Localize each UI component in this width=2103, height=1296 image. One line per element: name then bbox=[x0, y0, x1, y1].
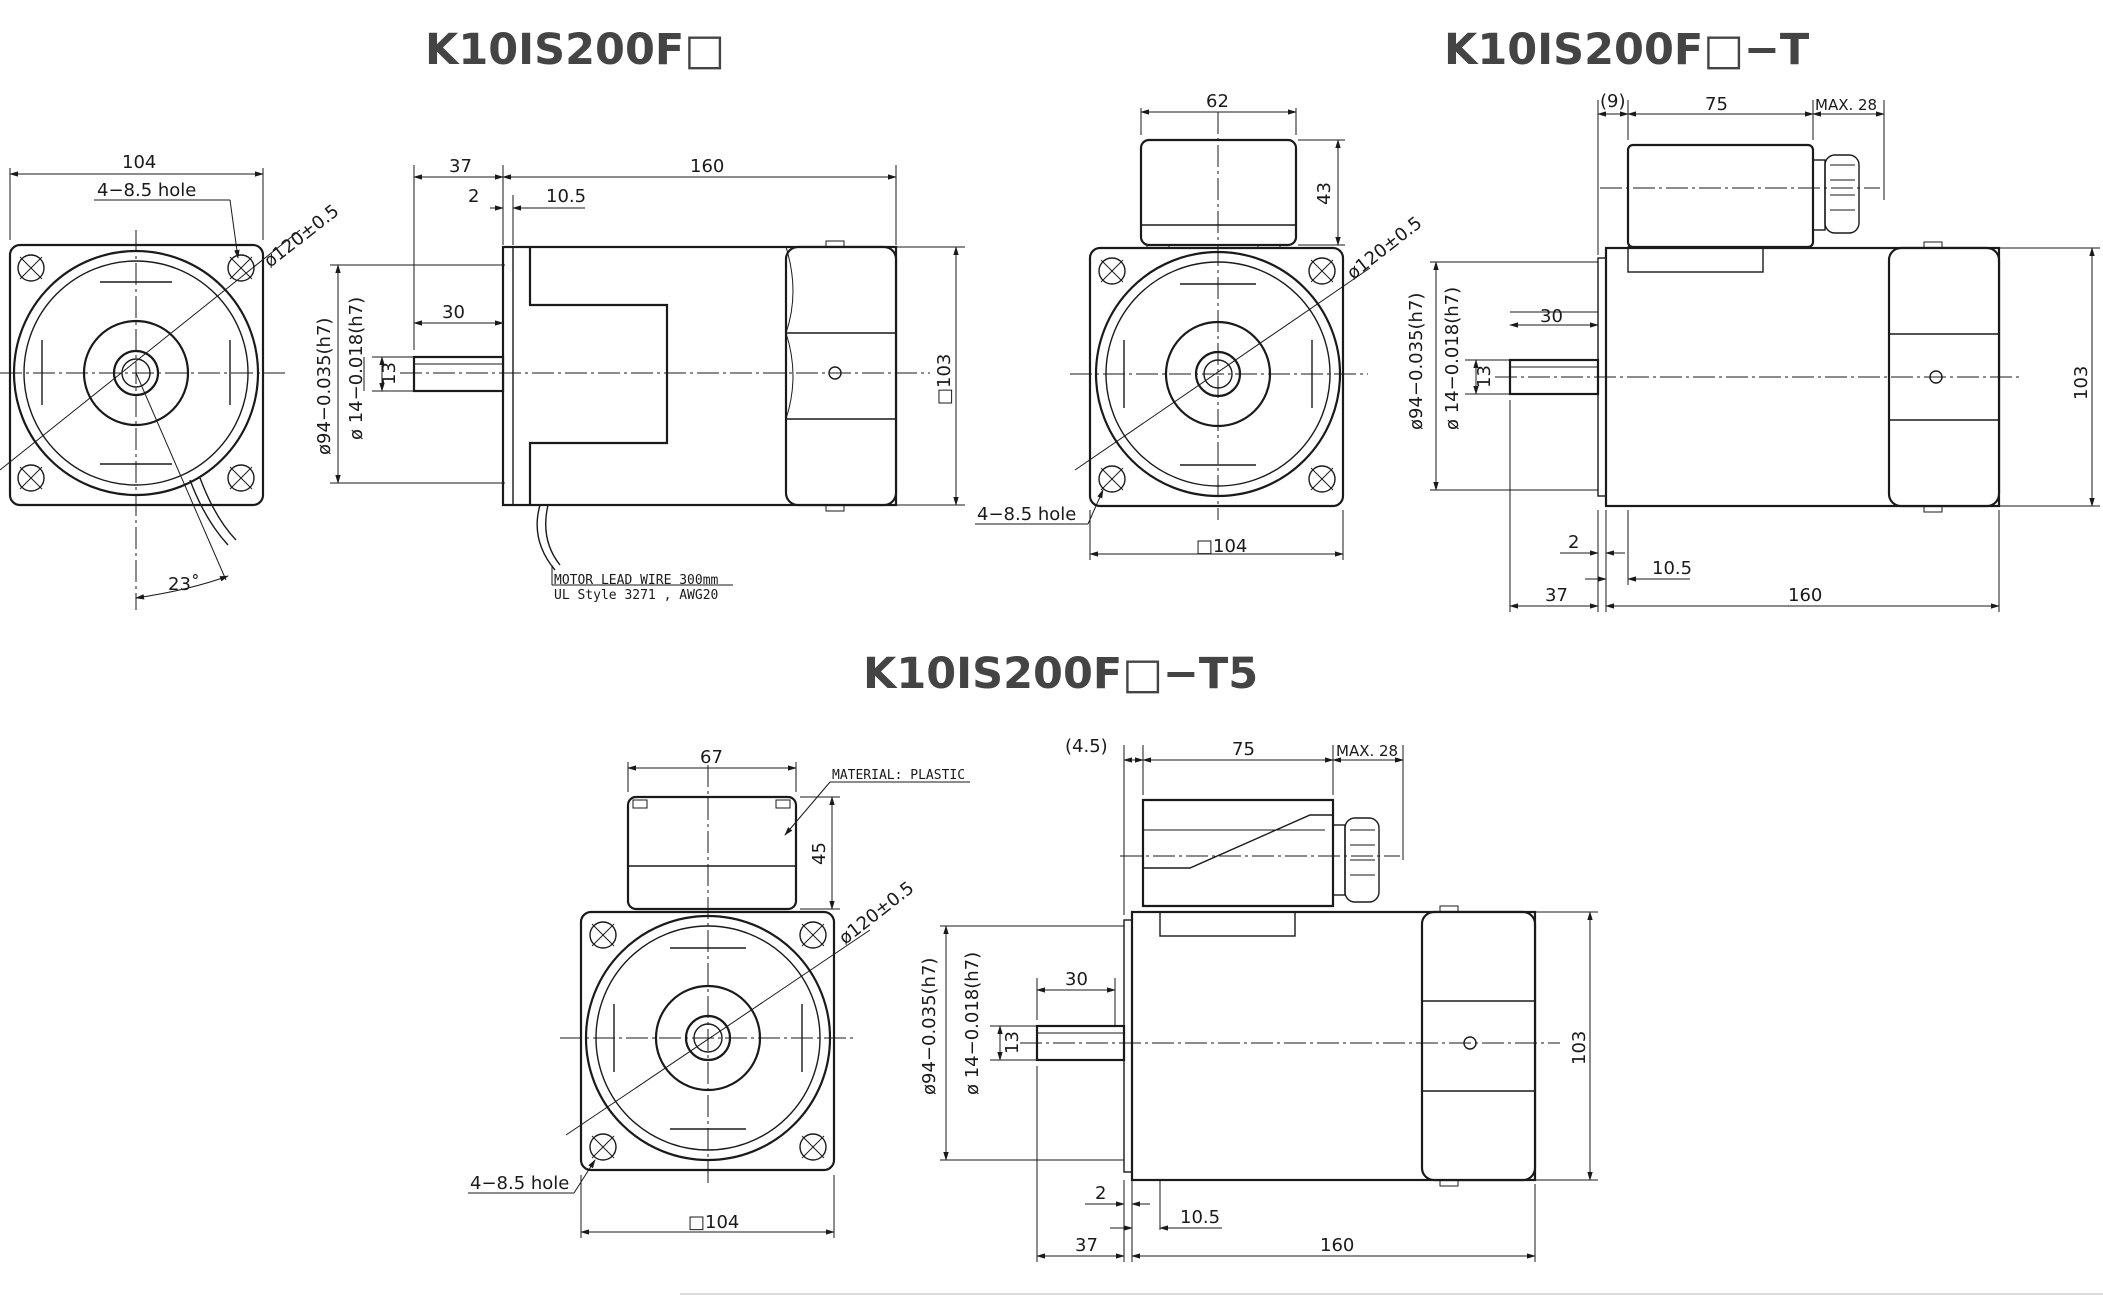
view-c-dim-10-5: 10.5 bbox=[1180, 1207, 1220, 1228]
view-a-sq-103: □103 bbox=[934, 354, 955, 405]
view-b-dia-94: ø94−0.035(h7) bbox=[1406, 293, 1427, 430]
view-b-dim-2: 2 bbox=[1568, 532, 1579, 553]
view-b-dia-14: ø 14−0.018(h7) bbox=[1442, 287, 1463, 430]
view-c-width-67: 67 bbox=[700, 747, 723, 768]
view-b-front: 62 43 ø120±0.5 4−8.5 hole □104 bbox=[975, 91, 1426, 560]
view-a-front: 104 4−8.5 hole ø120±0.5 23˚ bbox=[0, 152, 343, 610]
view-b-dim-10-5: 10.5 bbox=[1652, 558, 1692, 579]
view-a-side: 37 160 2 10.5 30 13 ø94−0.035(h7) ø 14−0… bbox=[314, 156, 965, 603]
view-c-dim-75: 75 bbox=[1232, 739, 1255, 760]
view-c-height-45: 45 bbox=[809, 842, 830, 865]
view-c-front: 67 45 MATERIAL: PLASTIC ø120±0.5 4−8.5 h… bbox=[468, 747, 970, 1238]
view-c-dia-14: ø 14−0.018(h7) bbox=[962, 952, 983, 1095]
view-c-dim-103: 103 bbox=[1569, 1031, 1590, 1065]
view-a-dim-30: 30 bbox=[442, 302, 465, 323]
view-c-sq-104: □104 bbox=[688, 1212, 739, 1233]
view-c-dia-94: ø94−0.035(h7) bbox=[919, 958, 940, 1095]
view-b-dim-30: 30 bbox=[1540, 306, 1563, 327]
view-b-dim-75: 75 bbox=[1705, 94, 1728, 115]
title-bottom: K10IS200F□−T5 bbox=[863, 649, 1258, 699]
view-b-max-28: MAX. 28 bbox=[1815, 96, 1877, 114]
view-b-side: (9) 75 MAX. 28 30 13 ø94−0.035(h7) ø 14−… bbox=[1406, 91, 2100, 612]
view-a-dim-37: 37 bbox=[449, 156, 472, 177]
view-c-dim-160: 160 bbox=[1320, 1235, 1354, 1256]
title-top-left: K10IS200F□ bbox=[425, 25, 725, 75]
view-a-lead-wire-1: MOTOR LEAD WIRE 300mm bbox=[554, 573, 719, 588]
view-a-dia-14: ø 14−0.018(h7) bbox=[346, 297, 367, 440]
view-a-angle: 23˚ bbox=[168, 574, 200, 595]
view-a-dim-10-5: 10.5 bbox=[546, 186, 586, 207]
view-a-dim-2: 2 bbox=[468, 186, 479, 207]
view-b-dim-103: 103 bbox=[2071, 366, 2092, 400]
view-a-hole-label: 4−8.5 hole bbox=[97, 180, 196, 201]
title-top-right: K10IS200F□−T bbox=[1444, 25, 1810, 75]
view-c-side: (4.5) 75 MAX. 28 30 13 ø94−0.035(h7) ø 1… bbox=[919, 736, 1598, 1262]
view-b-dim-160: 160 bbox=[1788, 585, 1822, 606]
view-b-dim-13: 13 bbox=[1474, 365, 1495, 388]
view-b-sq-104: □104 bbox=[1196, 536, 1247, 557]
view-a-dim-13: 13 bbox=[379, 362, 400, 385]
view-c-dim-13: 13 bbox=[1002, 1031, 1023, 1054]
view-b-height-43: 43 bbox=[1314, 182, 1335, 205]
view-a-pcd: ø120±0.5 bbox=[260, 201, 343, 272]
view-a-width-104: 104 bbox=[122, 152, 156, 173]
view-b-width-62: 62 bbox=[1206, 91, 1229, 112]
view-c-hole-label: 4−8.5 hole bbox=[470, 1173, 569, 1194]
view-a-dim-160: 160 bbox=[690, 156, 724, 177]
view-c-dim-30: 30 bbox=[1065, 969, 1088, 990]
view-a-dia-94: ø94−0.035(h7) bbox=[314, 318, 335, 455]
view-c-dim-37: 37 bbox=[1075, 1235, 1098, 1256]
view-c-pcd: ø120±0.5 bbox=[835, 878, 918, 949]
view-c-dim-2: 2 bbox=[1095, 1183, 1106, 1204]
view-c-dim-4-5: (4.5) bbox=[1065, 736, 1108, 757]
view-b-pcd: ø120±0.5 bbox=[1343, 213, 1426, 284]
view-c-max-28: MAX. 28 bbox=[1336, 742, 1398, 760]
view-b-dim-37: 37 bbox=[1545, 585, 1568, 606]
view-a-lead-wire-2: UL Style 3271 , AWG20 bbox=[554, 588, 718, 603]
view-b-dim-9: (9) bbox=[1600, 91, 1626, 112]
view-c-material: MATERIAL: PLASTIC bbox=[832, 768, 965, 783]
view-b-hole-label: 4−8.5 hole bbox=[977, 504, 1076, 525]
